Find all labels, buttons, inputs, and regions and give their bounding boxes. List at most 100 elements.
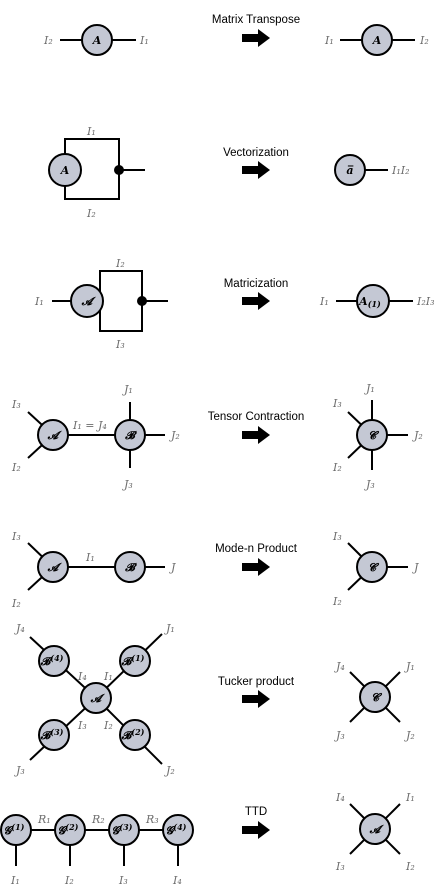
node-label: 𝓑(1) [121, 653, 145, 668]
left-diagram: 𝓐 𝓑 I₃ I₂ I₁ = J₄ J₁ J₂ J₃ [11, 383, 180, 491]
tensor-node [54, 814, 86, 846]
arrow-icon [242, 426, 270, 444]
tensor-node [361, 24, 393, 56]
tensor-node [356, 284, 390, 318]
row-title: Mode-n Product [215, 543, 298, 555]
node-label: 𝓖(2) [58, 822, 79, 837]
index-label: J₁ [164, 622, 175, 635]
index-label: I₂ [11, 461, 21, 474]
right-diagram: 𝓒 J₄ J₁ J₃ J₂ [334, 660, 415, 742]
tensor-node [108, 814, 140, 846]
tensor-node [114, 419, 146, 451]
row-vectorization: Vectorization A I₁ I₂ a̅ I₁I₂ [48, 125, 410, 220]
index-label: I₃ [118, 874, 128, 887]
index-label: I₁ [319, 295, 329, 308]
index-label: I₂ [332, 595, 342, 608]
node-label: 𝓑 [124, 429, 137, 442]
row-tensor-contraction: Tensor Contraction 𝓐 𝓑 I₃ I₂ I₁ = J₄ J₁ … [11, 382, 423, 491]
index-label: I₁I₂ [391, 164, 410, 177]
index-label: J₂ [164, 764, 175, 777]
index-label: J₄ [14, 622, 25, 635]
row-title: Matricization [224, 278, 289, 290]
index-label: J₂ [169, 429, 180, 442]
row-title: Matrix Transpose [212, 14, 300, 26]
row-tucker-product: Tucker product 𝓑(4) 𝓑(1) 𝓐 𝓑(3) 𝓑(2) J₄ … [14, 622, 415, 777]
row-matricization: Matricization 𝓐 I₁ I₂ I₃ A(1) I₁ I₂I₃ [34, 257, 435, 351]
index-label: I₂I₃ [416, 295, 435, 308]
index-label: I₂ [115, 257, 125, 270]
left-diagram: 𝓖(1) 𝓖(2) 𝓖(3) 𝓖(4) R₁ R₂ R₃ I₁ I₂ I₃ I₄ [0, 813, 194, 887]
node-label: 𝓑(3) [40, 727, 64, 742]
index-label: J [412, 561, 419, 574]
index-label: I₁ [324, 34, 334, 47]
index-label: I₃ [11, 398, 21, 411]
index-label: J₂ [412, 429, 423, 442]
index-label: I₃ [77, 719, 87, 732]
index-label: J₃ [122, 478, 133, 491]
tensor-node [356, 419, 388, 451]
right-diagram: A I₁ I₂ [324, 24, 429, 56]
left-diagram: 𝓑(4) 𝓑(1) 𝓐 𝓑(3) 𝓑(2) J₄ J₁ J₃ J₂ I₄ I₁ … [14, 622, 175, 777]
index-label: I₃ [332, 530, 342, 543]
index-label: I₄ [77, 670, 87, 683]
index-label: I₁ [139, 34, 149, 47]
node-label: A(1) [358, 295, 381, 309]
index-label: I₂ [103, 719, 113, 732]
index-label: I₂ [405, 860, 415, 873]
node-label: 𝓖(4) [166, 822, 187, 837]
index-label: I₁ [10, 874, 20, 887]
node-label: A [372, 34, 382, 47]
tensor-node [38, 645, 70, 677]
arrow-icon [242, 161, 270, 179]
arrow-icon [242, 690, 270, 708]
index-label: J [169, 561, 176, 574]
tensor-node [80, 682, 112, 714]
left-diagram: 𝓐 I₁ I₂ I₃ [34, 257, 168, 351]
index-label: I₂ [419, 34, 429, 47]
row-mode-n-product: Mode-n Product 𝓐 𝓑 I₃ I₁ J I₂ 𝓒 I₃ J I₂ [11, 530, 419, 610]
node-label: a̅ [346, 164, 353, 177]
index-label: J₄ [334, 660, 345, 673]
index-label: J₃ [14, 764, 25, 777]
index-label: I₂ [86, 207, 96, 220]
index-label: I₁ [34, 295, 44, 308]
row-title: Tensor Contraction [208, 411, 305, 423]
tensor-node [70, 284, 104, 318]
row-title: Vectorization [223, 147, 289, 159]
node-label: A [60, 164, 70, 177]
index-label: I₁ [85, 551, 95, 564]
index-label: I₃ [332, 397, 342, 410]
tensor-node [359, 681, 391, 713]
node-label: 𝓑(2) [121, 727, 145, 742]
arrow-icon [242, 292, 270, 310]
arrow-icon [242, 558, 270, 576]
index-label: J₃ [334, 729, 345, 742]
index-label: I₄ [172, 874, 182, 887]
index-label: I₁ [405, 791, 415, 804]
index-label: I₂ [332, 461, 342, 474]
index-label: I₄ [335, 791, 345, 804]
tensor-node [119, 645, 151, 677]
node-label: 𝓖(1) [4, 822, 25, 837]
index-label: J₃ [364, 478, 375, 491]
node-label: 𝓑 [124, 561, 137, 574]
tensor-node [37, 419, 69, 451]
tensor-node [162, 814, 194, 846]
index-label: I₂ [11, 597, 21, 610]
left-diagram: A I₁ I₂ [48, 125, 145, 220]
tensor-node [81, 24, 113, 56]
right-diagram: A(1) I₁ I₂I₃ [319, 284, 435, 318]
index-label: I₁ = J₄ [72, 419, 107, 432]
index-label: R₁ [37, 813, 51, 826]
index-label: I₃ [335, 860, 345, 873]
index-label: I₃ [11, 530, 21, 543]
index-label: I₂ [43, 34, 53, 47]
index-label: R₂ [91, 813, 105, 826]
tensor-node [119, 719, 151, 751]
index-label: I₁ [86, 125, 96, 138]
tensor-node [334, 154, 366, 186]
index-label: I₃ [115, 338, 125, 351]
right-diagram: 𝓐 I₄ I₁ I₃ I₂ [335, 791, 415, 873]
index-label: J₂ [404, 729, 415, 742]
